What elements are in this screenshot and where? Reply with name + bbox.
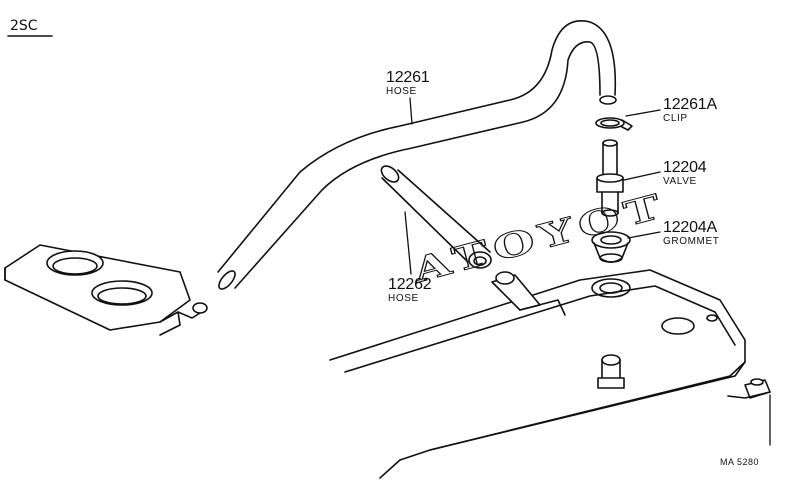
part-number-12262: 12262 bbox=[388, 276, 432, 293]
leader-lines bbox=[404, 97, 771, 446]
engine-code-label: 2SC bbox=[10, 18, 38, 34]
part-name-12204a: GROMMET bbox=[663, 236, 720, 247]
hose-12262 bbox=[380, 165, 492, 269]
clip-12261a bbox=[595, 117, 633, 131]
drawing-code: MA 5280 bbox=[720, 457, 760, 467]
valve-12204 bbox=[596, 139, 624, 217]
intake-flange-plate bbox=[4, 244, 208, 336]
grommet-12204a bbox=[591, 231, 631, 263]
part-number-12204: 12204 bbox=[663, 159, 707, 176]
part-number-12204a: 12204A bbox=[663, 219, 717, 236]
cylinder-head-cover bbox=[329, 269, 771, 479]
part-number-12261: 12261 bbox=[386, 69, 430, 86]
hose-12261 bbox=[217, 20, 617, 290]
part-name-12261: HOSE bbox=[386, 86, 417, 97]
part-name-12261a: CLIP bbox=[663, 113, 688, 124]
part-number-12261a: 12261A bbox=[663, 96, 717, 113]
part-name-12204: VALVE bbox=[663, 176, 697, 187]
part-name-12262: HOSE bbox=[388, 293, 419, 304]
